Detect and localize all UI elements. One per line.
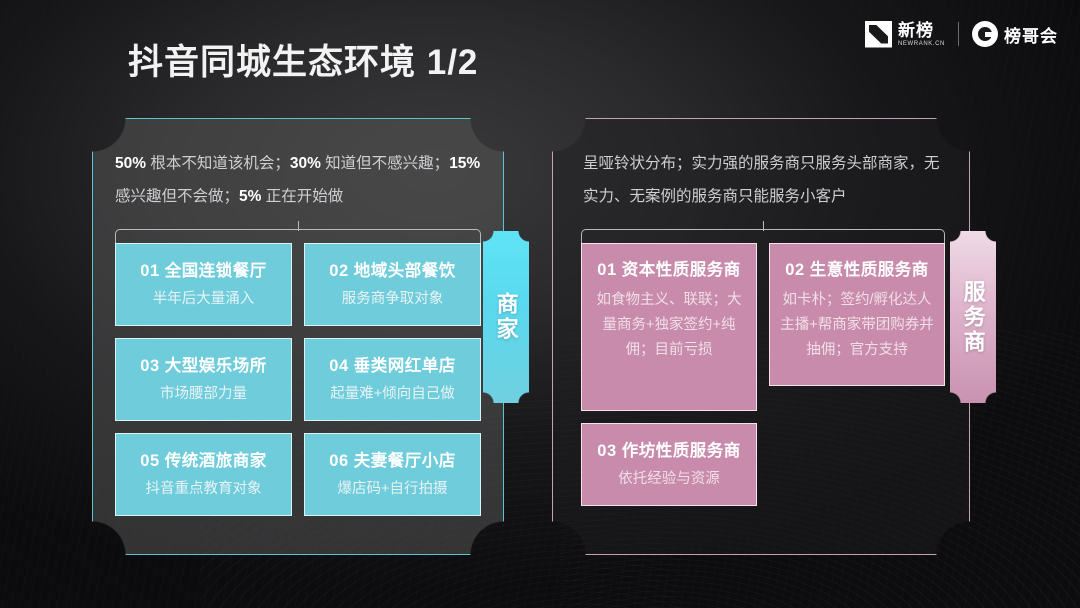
logo-group: 新榜 NEWRANK.CN 榜哥会 (864, 16, 1058, 52)
merchant-brace-tick-icon (298, 221, 300, 231)
merchant-side-tab[interactable]: 商家 (483, 231, 529, 403)
newrank-logo-en: NEWRANK.CN (897, 40, 945, 47)
merchant-card-04-sub: 起量难+倾向自己做 (330, 385, 455, 402)
service-provider-card-03-title: 03 作坊性质服务商 (597, 441, 741, 460)
merchant-stat-3-label: 感兴趣但不会做； (115, 188, 240, 205)
merchant-card-01-title: 01 全国连锁餐厅 (140, 261, 267, 280)
merchant-stat-2-label: 知道但不感兴趣； (320, 155, 450, 172)
merchant-stat-4-label: 正在开始做 (261, 188, 344, 205)
merchant-stat-4-value: 5% (239, 188, 262, 205)
service-provider-card-02-title: 02 生意性质服务商 (785, 261, 929, 279)
merchant-card-grid: 01 全国连锁餐厅 半年后大量涌入 02 地域头部餐饮 服务商争取对象 03 大… (115, 243, 481, 538)
logo-divider (958, 22, 959, 46)
newrank-mark-icon (864, 20, 892, 48)
merchant-card-02-sub: 服务商争取对象 (341, 290, 444, 307)
service-provider-card-01-title: 01 资本性质服务商 (597, 261, 741, 279)
banggehui-logo-cn: 榜哥会 (1004, 26, 1058, 46)
service-provider-card-03[interactable]: 03 作坊性质服务商 依托经验与资源 (581, 423, 757, 506)
service-provider-card-01-sub: 如食物主义、联联；大量商务+独家签约+纯佣；目前亏损 (596, 292, 742, 358)
service-provider-card-01[interactable]: 01 资本性质服务商 如食物主义、联联；大量商务+独家签约+纯佣；目前亏损 (581, 243, 757, 411)
merchant-card-05-sub: 抖音重点教育对象 (145, 480, 262, 497)
merchant-card-03[interactable]: 03 大型娱乐场所 市场腰部力量 (115, 338, 292, 421)
merchant-side-tab-label: 商家 (493, 292, 519, 342)
merchant-card-01[interactable]: 01 全国连锁餐厅 半年后大量涌入 (115, 243, 292, 326)
merchant-stat-1-value: 50% (115, 155, 147, 172)
merchant-card-01-sub: 半年后大量涌入 (152, 290, 255, 307)
merchant-stat-3-value: 15% (449, 155, 481, 172)
merchant-card-03-sub: 市场腰部力量 (160, 385, 247, 402)
merchant-brace (115, 221, 481, 243)
merchant-card-06-title: 06 夫妻餐厅小店 (329, 451, 456, 470)
service-provider-brace-tick-icon (763, 221, 765, 231)
service-provider-card-03-sub: 依托经验与资源 (618, 470, 720, 487)
merchant-card-05[interactable]: 05 传统酒旅商家 抖音重点教育对象 (115, 433, 292, 516)
merchant-card-05-title: 05 传统酒旅商家 (140, 451, 267, 470)
newrank-logo: 新榜 NEWRANK.CN (864, 20, 945, 48)
service-provider-lead-text: 呈哑铃状分布；实力强的服务商只服务头部商家，无实力、无案例的服务商只能服务小客户 (583, 155, 940, 205)
merchant-card-04[interactable]: 04 垂类网红单店 起量难+倾向自己做 (304, 338, 481, 421)
service-provider-side-tab[interactable]: 服务商 (950, 231, 996, 403)
merchant-lead-text: 50% 根本不知道该机会；30% 知道但不感兴趣；15% 感兴趣但不会做；5% … (115, 147, 483, 213)
banggehui-logo: 榜哥会 (972, 21, 1058, 47)
banggehui-g-mark-icon (972, 21, 998, 47)
merchant-card-06-sub: 爆店码+自行拍摄 (337, 480, 448, 497)
merchant-card-02-title: 02 地域头部餐饮 (329, 261, 456, 280)
service-provider-card-02[interactable]: 02 生意性质服务商 如卡朴；签约/孵化达人主播+帮商家带团购券并抽佣；官方支持 (769, 243, 945, 386)
service-provider-card-02-sub: 如卡朴；签约/孵化达人主播+帮商家带团购券并抽佣；官方支持 (780, 292, 934, 358)
merchant-stat-2-value: 30% (289, 155, 321, 172)
merchant-card-04-title: 04 垂类网红单店 (329, 356, 456, 375)
page-title: 抖音同城生态环境 1/2 (128, 43, 479, 82)
merchant-stat-1-label: 根本不知道该机会； (146, 155, 290, 172)
newrank-logo-cn: 新榜 (897, 20, 934, 40)
service-provider-brace (581, 221, 945, 243)
service-provider-side-tab-label: 服务商 (960, 279, 986, 355)
service-provider-panel: 呈哑铃状分布；实力强的服务商只服务头部商家，无实力、无案例的服务商只能服务小客户… (552, 118, 970, 555)
merchant-panel: 50% 根本不知道该机会；30% 知道但不感兴趣；15% 感兴趣但不会做；5% … (92, 118, 504, 555)
merchant-card-06[interactable]: 06 夫妻餐厅小店 爆店码+自行拍摄 (304, 433, 481, 516)
merchant-card-02[interactable]: 02 地域头部餐饮 服务商争取对象 (304, 243, 481, 326)
merchant-card-03-title: 03 大型娱乐场所 (140, 356, 267, 375)
service-provider-card-grid: 01 资本性质服务商 如食物主义、联联；大量商务+独家签约+纯佣；目前亏损 02… (581, 243, 945, 538)
